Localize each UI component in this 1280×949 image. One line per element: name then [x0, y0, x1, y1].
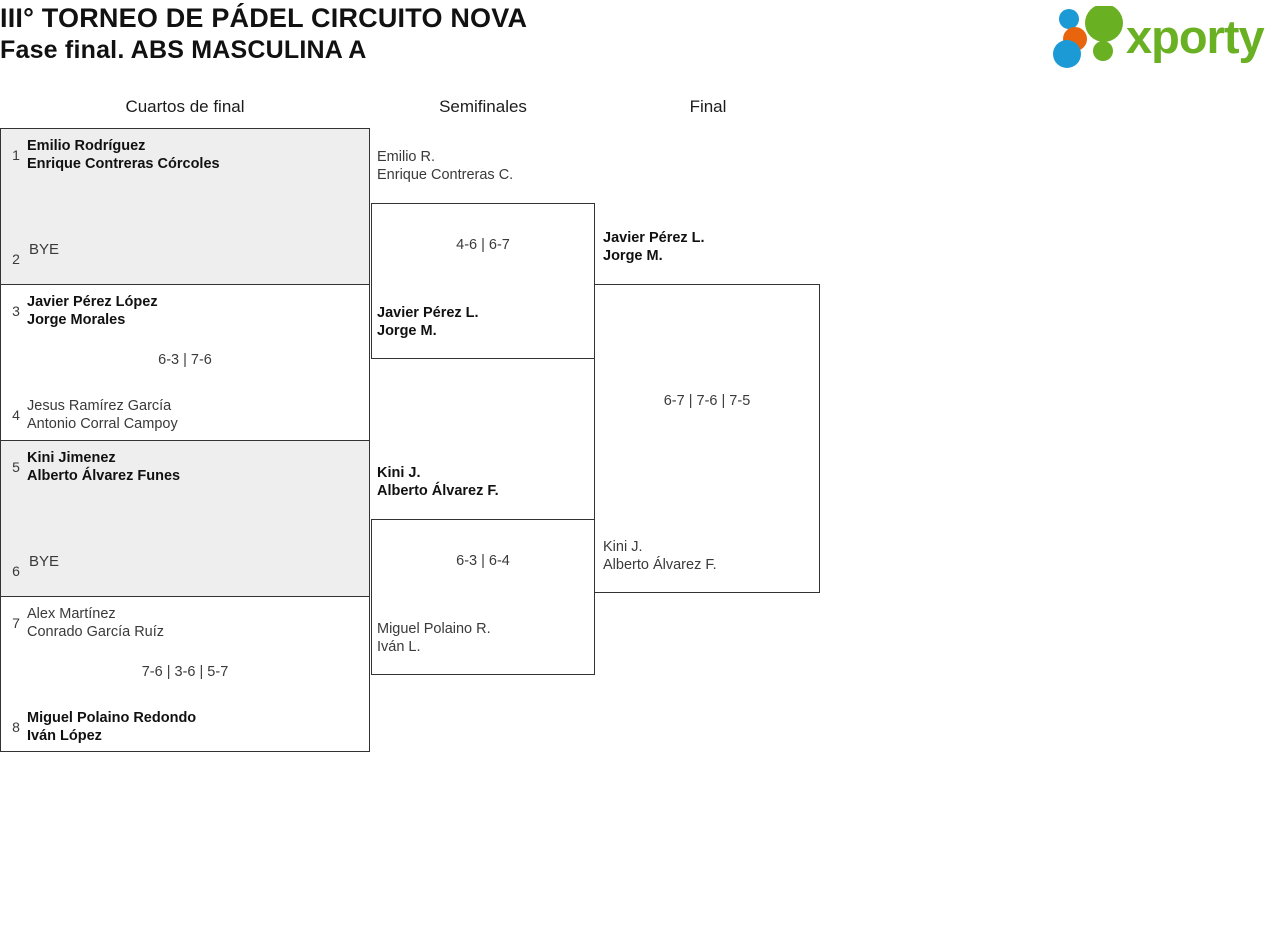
player-name: Jorge M.	[603, 248, 663, 264]
player-name: Javier Pérez L.	[603, 230, 705, 246]
player-name: Jorge M.	[377, 323, 437, 339]
player-name: Jesus Ramírez García	[27, 398, 172, 414]
xporty-dots-icon	[1053, 6, 1123, 68]
player-name: Alberto Álvarez F.	[377, 483, 499, 499]
seed-number: 6	[12, 563, 20, 579]
player-name: Alex Martínez	[27, 606, 116, 622]
match-score: 6-7 | 7-6 | 7-5	[663, 393, 751, 409]
player-name: Iván López	[27, 728, 102, 744]
player-name: Emilio R.	[377, 149, 436, 165]
match-row[interactable]: Emilio R. Enrique Contreras C. 4-6 | 6-7…	[371, 149, 595, 359]
player-name: Javier Pérez López	[27, 294, 158, 310]
quarterfinals-column: 1 Emilio Rodríguez Enrique Contreras Cór…	[0, 128, 370, 752]
player-name: Kini J.	[377, 465, 421, 481]
match-row[interactable]: 7 Alex Martínez Conrado García Ruíz 7-6 …	[1, 597, 369, 753]
seed-number: 2	[12, 251, 20, 267]
player-name: Javier Pérez L.	[377, 305, 479, 321]
page-subtitle: Fase final. ABS MASCULINA A	[0, 36, 367, 64]
team-entry: BYE	[29, 241, 363, 259]
player-name: Jorge Morales	[27, 312, 126, 328]
seed-number: 7	[12, 615, 20, 631]
seed-number: 3	[12, 303, 20, 319]
player-name: Kini J.	[603, 539, 643, 555]
player-name: Miguel Polaino R.	[377, 621, 491, 637]
player-name: Antonio Corral Campoy	[27, 416, 178, 432]
player-name: BYE	[29, 241, 60, 258]
team-entry: Emilio Rodríguez Enrique Contreras Córco…	[27, 137, 363, 173]
seed-number: 8	[12, 719, 20, 735]
player-name: Enrique Contreras Córcoles	[27, 156, 220, 172]
team-entry: Alex Martínez Conrado García Ruíz	[27, 605, 363, 641]
match-row[interactable]: Kini J. Alberto Álvarez F. 6-3 | 6-4 Mig…	[371, 465, 595, 675]
round-header-final: Final	[689, 97, 727, 116]
player-name: Miguel Polaino Redondo	[27, 710, 197, 726]
player-name: Alberto Álvarez F.	[603, 557, 717, 573]
match-row[interactable]: 1 Emilio Rodríguez Enrique Contreras Cór…	[1, 129, 369, 285]
player-name: Alberto Álvarez Funes	[27, 468, 181, 484]
team-entry: Javier Pérez L. Jorge M.	[603, 229, 815, 265]
round-header-quarterfinals: Cuartos de final	[125, 97, 245, 116]
seed-number: 1	[12, 147, 20, 163]
match-row-final[interactable]: Javier Pérez L. Jorge M. 6-7 | 7-6 | 7-5…	[594, 230, 820, 593]
xporty-wordmark: xporty	[1126, 10, 1265, 63]
team-entry: Javier Pérez López Jorge Morales	[27, 293, 363, 329]
round-header-semifinals: Semifinales	[439, 97, 527, 116]
seed-number: 4	[12, 407, 20, 423]
team-entry: Kini J. Alberto Álvarez F.	[603, 538, 815, 574]
player-name: Iván L.	[377, 639, 421, 655]
match-score: 6-3 | 6-4	[456, 553, 510, 569]
team-entry: Kini Jimenez Alberto Álvarez Funes	[27, 449, 363, 485]
match-score: 4-6 | 6-7	[456, 237, 510, 253]
page-header: III° TORNEO DE PÁDEL CIRCUITO NOVA Fase …	[0, 0, 1280, 78]
seed-number: 5	[12, 459, 20, 475]
team-entry: Jesus Ramírez García Antonio Corral Camp…	[27, 397, 363, 433]
team-entry: BYE	[29, 553, 363, 571]
match-score: 7-6 | 3-6 | 5-7	[141, 664, 229, 680]
player-name: BYE	[29, 553, 60, 570]
player-name: Emilio Rodríguez	[27, 138, 146, 154]
team-entry: Miguel Polaino R. Iván L.	[377, 620, 590, 656]
player-name: Conrado García Ruíz	[27, 624, 165, 640]
player-name: Enrique Contreras C.	[377, 167, 514, 183]
xporty-logo[interactable]: xporty	[1050, 6, 1274, 68]
player-name: Kini Jimenez	[27, 450, 116, 466]
tournament-title-block: III° TORNEO DE PÁDEL CIRCUITO NOVA Fase …	[0, 2, 527, 66]
team-entry: Kini J. Alberto Álvarez F.	[377, 464, 590, 500]
match-score: 6-3 | 7-6	[158, 352, 212, 368]
team-entry: Emilio R. Enrique Contreras C.	[377, 148, 590, 184]
team-entry: Miguel Polaino Redondo Iván López	[27, 709, 363, 745]
match-row[interactable]: 3 Javier Pérez López Jorge Morales 6-3 |…	[1, 285, 369, 441]
team-entry: Javier Pérez L. Jorge M.	[377, 304, 590, 340]
page-title: III° TORNEO DE PÁDEL CIRCUITO NOVA	[0, 3, 528, 33]
match-row[interactable]: 5 Kini Jimenez Alberto Álvarez Funes 6 B…	[1, 441, 369, 597]
